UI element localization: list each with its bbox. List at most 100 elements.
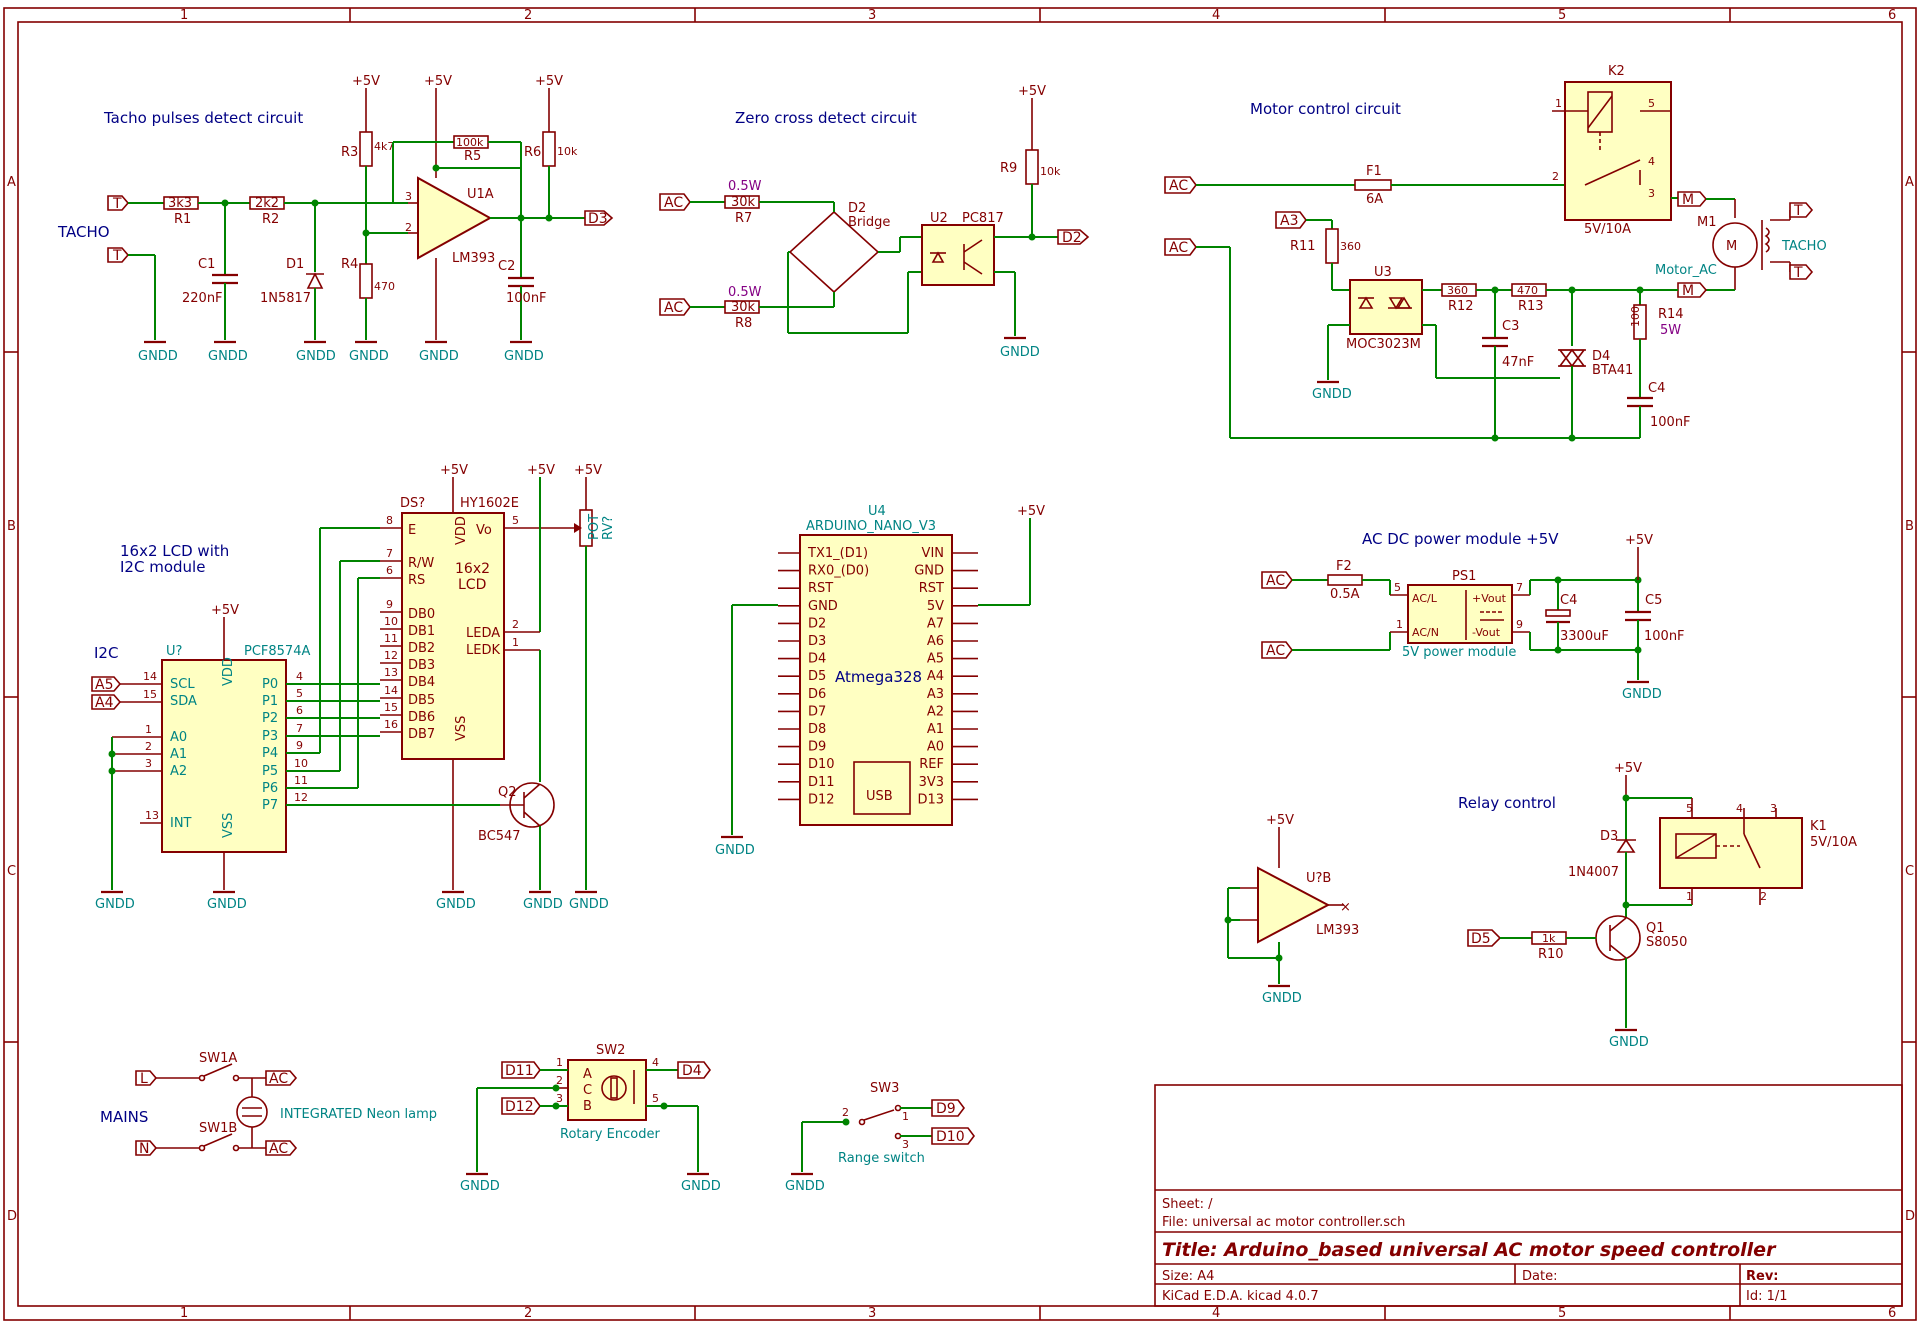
net-label-a3[interactable] <box>1275 211 1307 229</box>
net-label-a4[interactable] <box>91 694 122 710</box>
net-label-ac[interactable] <box>265 1140 298 1156</box>
arduino-pin-label: D2 <box>808 616 826 631</box>
net-label-text: AC <box>1169 240 1188 256</box>
arduino-pin-label: A3 <box>927 687 944 702</box>
pin-label: DB1 <box>408 624 435 639</box>
triac-d4[interactable] <box>1558 348 1586 367</box>
power-label: +5V <box>1266 813 1294 828</box>
resistor-value: 30k <box>731 195 756 210</box>
power-label: +5V <box>211 603 239 618</box>
capacitor-value: 3300uF <box>1560 629 1609 644</box>
resistor-value: 30k <box>731 300 756 315</box>
diode-ref: D3 <box>1600 829 1618 844</box>
pin-label: DB0 <box>408 607 435 622</box>
pin-label: A0 <box>170 730 187 745</box>
capacitor-value: 100nF <box>1650 415 1691 430</box>
power-label: +5V <box>440 463 468 478</box>
relay-ref: K2 <box>1608 64 1625 79</box>
net-label-t[interactable] <box>107 195 130 211</box>
net-label-ac[interactable] <box>265 1070 298 1086</box>
arduino-pin-label: A4 <box>927 669 944 684</box>
net-label-d4[interactable] <box>677 1061 711 1079</box>
fuse-f2[interactable] <box>1327 574 1363 586</box>
comparator-u1a[interactable] <box>417 176 493 260</box>
pin-label: VDD <box>454 516 469 545</box>
svg-text:12: 12 <box>384 649 398 662</box>
opto-ref: U2 <box>930 211 948 226</box>
svg-text:8: 8 <box>386 514 393 527</box>
resistor-r4[interactable] <box>359 263 373 299</box>
zero-cross-circuit: AC AC 0.5W 30k R7 0.5W 30k R8 D2 Bridge … <box>659 84 1090 360</box>
arduino-pin-label: D8 <box>808 722 826 737</box>
arduino-pin-label: A5 <box>927 652 944 667</box>
net-label-l[interactable] <box>135 1070 158 1086</box>
diode-d3[interactable] <box>1616 838 1636 853</box>
resistor-r11[interactable] <box>1325 228 1339 264</box>
net-label-d12[interactable] <box>501 1097 541 1115</box>
net-label-text: AC <box>269 1141 288 1157</box>
capacitor-c4[interactable] <box>1545 609 1571 617</box>
gnd-label: GNDD <box>1609 1035 1649 1050</box>
capacitor-ref: C4 <box>1648 381 1665 396</box>
rotary-encoder-sw2[interactable] <box>567 1059 647 1121</box>
net-label-d9[interactable] <box>931 1099 965 1117</box>
arduino-pin-label: D4 <box>808 652 826 667</box>
row-label: A <box>1905 175 1914 190</box>
net-label-n[interactable] <box>135 1140 158 1156</box>
net-label-d10[interactable] <box>931 1127 975 1145</box>
net-label-m[interactable] <box>1677 282 1708 298</box>
optocoupler-u2[interactable] <box>921 224 995 286</box>
gnd-label: GNDD <box>207 897 247 912</box>
resistor-ref: R8 <box>735 316 752 331</box>
power-label: +5V <box>424 74 452 89</box>
net-label-d2[interactable] <box>1057 229 1090 245</box>
lcd-display[interactable] <box>401 512 505 760</box>
net-label-ac[interactable] <box>1164 176 1197 194</box>
comparator-ub[interactable] <box>1257 866 1331 944</box>
net-label-ac[interactable] <box>659 298 691 316</box>
net-label-ac[interactable] <box>1261 641 1293 659</box>
transistor-q1[interactable] <box>1595 915 1641 961</box>
net-label-ac[interactable] <box>659 193 691 211</box>
capacitor-ref: C3 <box>1502 319 1519 334</box>
arduino-pin-label: D3 <box>808 634 826 649</box>
arduino-pin-label: D11 <box>808 775 835 790</box>
svg-text:5: 5 <box>1648 97 1655 110</box>
svg-text:B: B <box>583 1099 592 1114</box>
capacitor-ref: C5 <box>1645 593 1662 608</box>
net-label-d3[interactable] <box>584 210 614 226</box>
net-label-ac[interactable] <box>1261 571 1293 589</box>
col-label: 2 <box>524 8 532 23</box>
opto-value: MOC3023M <box>1346 337 1421 352</box>
net-label-t[interactable] <box>1789 264 1814 280</box>
title-date: Date: <box>1522 1269 1557 1284</box>
net-label-text: T <box>112 196 122 212</box>
resistor-r6[interactable] <box>542 131 556 167</box>
svg-text:A: A <box>583 1067 592 1082</box>
switch-ref[interactable]: SW1B <box>199 1121 237 1136</box>
switch-ref[interactable]: SW1A <box>199 1051 237 1066</box>
svg-text:3: 3 <box>1770 802 1777 815</box>
net-label-ac[interactable] <box>1164 238 1197 256</box>
section-title-lcd: 16x2 LCD with <box>120 542 229 560</box>
net-label-text: N <box>139 1141 149 1157</box>
net-label-d11[interactable] <box>501 1061 541 1079</box>
resistor-r9[interactable] <box>1025 149 1039 185</box>
net-label-d5[interactable] <box>1467 929 1502 947</box>
net-label-t[interactable] <box>107 247 130 263</box>
net-label-m[interactable] <box>1677 191 1708 207</box>
sheet-border: 1 2 3 4 5 6 1 2 3 4 5 6 A B C D A B C D <box>3 7 1917 1321</box>
io-expander-pcf8574[interactable] <box>161 659 287 853</box>
power-module-ps1[interactable] <box>1407 584 1513 644</box>
net-label-a5[interactable] <box>91 676 122 692</box>
motor-ref: M1 <box>1697 215 1717 230</box>
fuse-f1[interactable] <box>1354 179 1392 191</box>
relay-k2[interactable] <box>1564 81 1672 221</box>
relay-k1[interactable] <box>1659 817 1803 889</box>
arduino-nano-board[interactable] <box>799 534 953 826</box>
arduino-pin-label: VIN <box>922 546 944 561</box>
resistor-r3[interactable] <box>359 131 373 167</box>
net-label-t[interactable] <box>1789 202 1814 218</box>
transistor-value: S8050 <box>1646 935 1687 950</box>
gnd-label: GNDD <box>1000 345 1040 360</box>
